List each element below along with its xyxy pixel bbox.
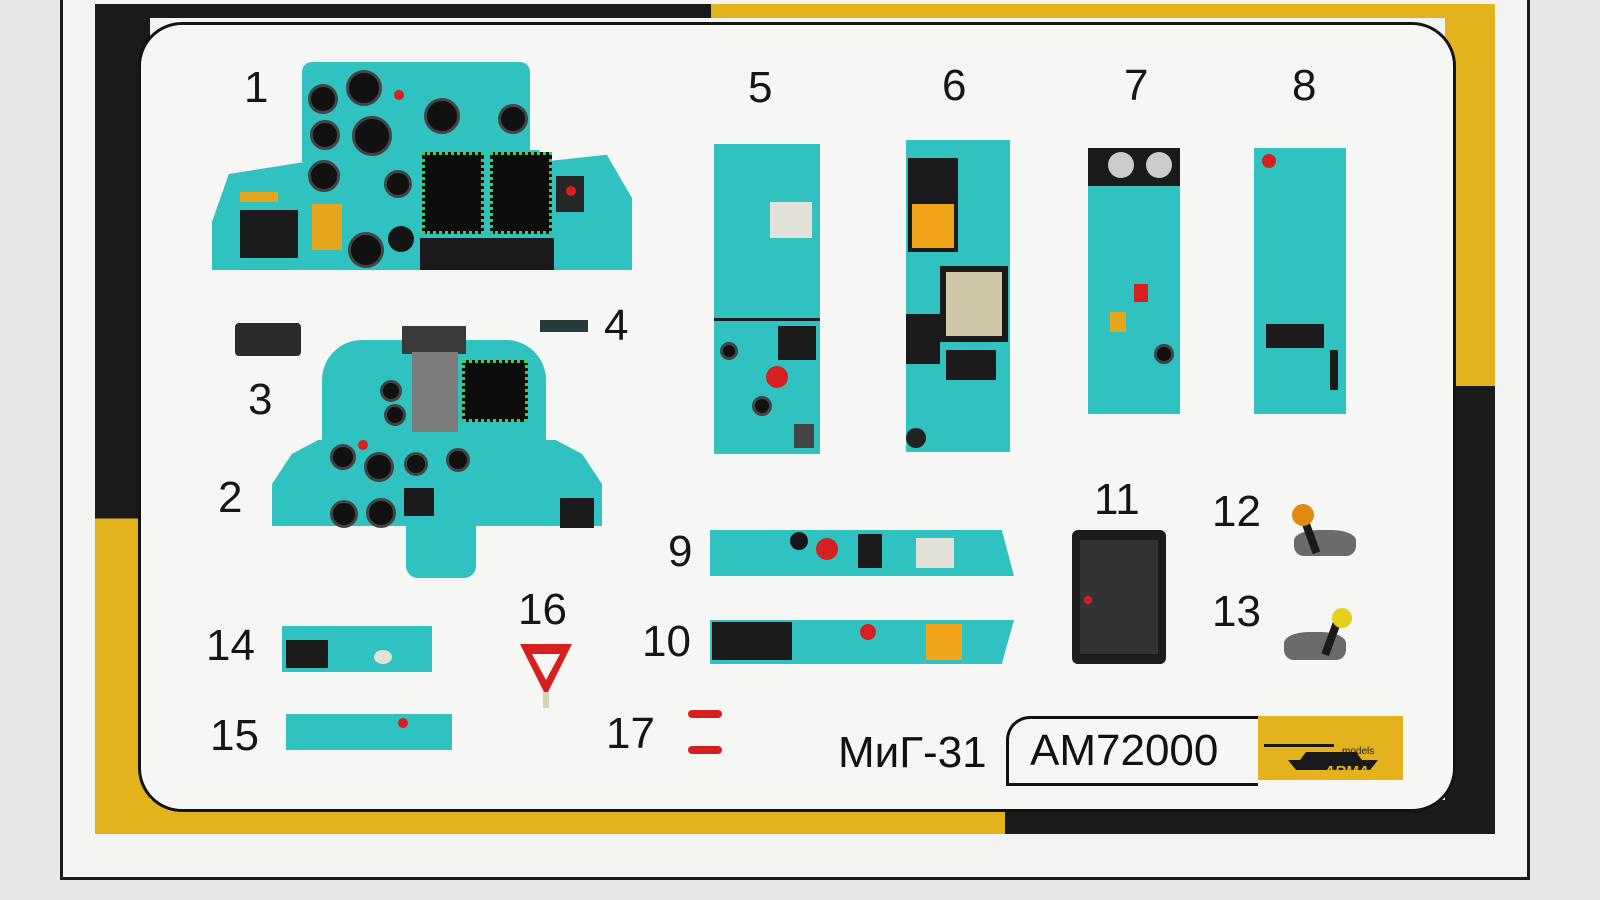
product-code: AM72000 <box>1030 726 1219 775</box>
part-number-15: 15 <box>210 711 259 760</box>
part-number-2: 2 <box>218 473 243 522</box>
model-name: МиГ-31 <box>838 728 987 777</box>
arma-models-logo: models ARMA <box>1258 716 1403 780</box>
part-number-11: 11 <box>1094 475 1140 524</box>
part-3-control-box <box>235 323 301 356</box>
part-number-6: 6 <box>942 61 967 110</box>
part-number-10: 10 <box>642 617 691 666</box>
part-number-8: 8 <box>1292 61 1317 110</box>
part-number-14: 14 <box>206 621 255 670</box>
part-number-3: 3 <box>248 375 273 424</box>
part-number-16: 16 <box>518 585 567 634</box>
part-number-7: 7 <box>1124 61 1149 110</box>
frame-band-top <box>95 4 1495 18</box>
part-number-9: 9 <box>668 527 693 576</box>
logo-small-text: models <box>1342 746 1374 757</box>
part-number-13: 13 <box>1212 587 1261 636</box>
part-number-12: 12 <box>1212 487 1261 536</box>
part-number-5: 5 <box>748 63 773 112</box>
part-4-indicator-strip <box>540 320 588 332</box>
part-number-17: 17 <box>606 709 655 758</box>
part-number-4: 4 <box>604 301 629 350</box>
tank-logo-icon: models ARMA <box>1264 744 1378 780</box>
product-code-box <box>1006 716 1258 786</box>
part-number-1: 1 <box>244 63 269 112</box>
logo-large-text: ARMA <box>1323 763 1369 780</box>
